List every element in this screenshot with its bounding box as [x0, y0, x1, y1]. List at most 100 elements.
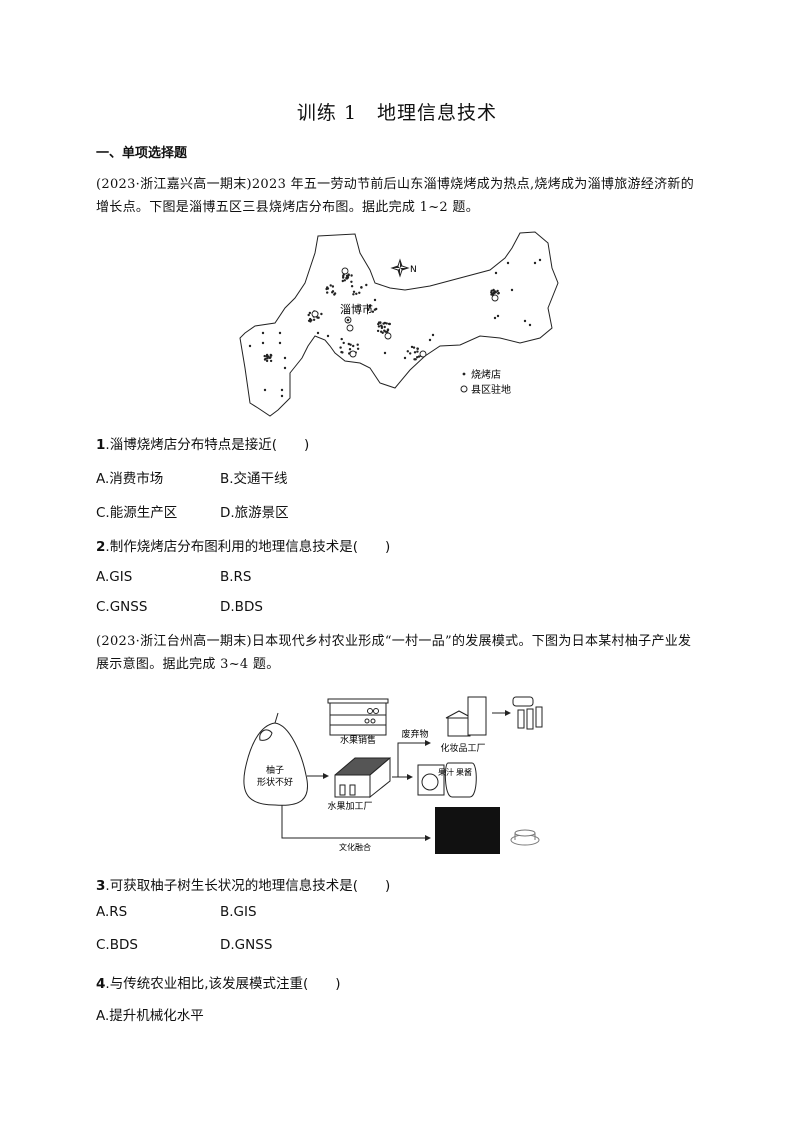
pomelo-label-1: 柚子	[266, 764, 284, 776]
q3-option-d[interactable]: D.GNSS	[220, 937, 273, 953]
bbq-shop-dot	[325, 287, 328, 291]
bbq-shop-dot	[340, 337, 343, 341]
bbq-shop-dot	[310, 319, 313, 322]
bbq-shop-dot	[417, 355, 421, 358]
q2-option-c[interactable]: C.GNSS	[96, 599, 148, 615]
bbq-shop-dot	[387, 322, 391, 326]
jam-label: 果酱	[456, 767, 472, 777]
bbq-shop-dot	[350, 274, 353, 277]
bbq-shop-dot	[431, 333, 435, 337]
bbq-shop-dot	[352, 344, 355, 348]
q3-option-b[interactable]: B.GIS	[220, 904, 257, 920]
q2-option-d[interactable]: D.BDS	[220, 599, 263, 615]
bbq-shop-dot	[347, 274, 350, 277]
bbq-shop-dot	[416, 347, 419, 350]
bbq-shop-dot	[409, 352, 412, 355]
bbq-shop-dot	[360, 286, 363, 289]
bbq-shop-dot	[248, 344, 252, 348]
bbq-shop-dot	[497, 292, 500, 295]
bbq-shop-dot	[343, 279, 346, 282]
bbq-shop-dot	[412, 346, 416, 349]
bbq-shop-dot	[263, 388, 267, 392]
factory-buildings-icon	[445, 696, 487, 737]
legend-dot-icon	[462, 372, 466, 376]
bbq-shop-dot	[406, 350, 409, 353]
q4-option-a[interactable]: A.提升机械化水平	[96, 1008, 204, 1024]
bbq-shop-dot	[377, 325, 381, 328]
bbq-shop-dot	[280, 388, 284, 392]
question-4: 4.与传统农业相比,该发展模式注重( )	[96, 976, 341, 992]
bbq-shop-dot	[278, 331, 282, 335]
pomelo-label-2: 形状不好	[257, 776, 293, 788]
section-heading: 一、单项选择题	[96, 146, 188, 161]
q3-option-c[interactable]: C.BDS	[96, 937, 138, 953]
question-3: 3.可获取柚子树生长状况的地理信息技术是( )	[96, 878, 391, 894]
bbq-shop-dot	[356, 347, 360, 350]
bbq-shop-dot	[269, 353, 272, 357]
q2-option-b[interactable]: B.RS	[220, 569, 252, 585]
bbq-shop-dot	[506, 261, 510, 265]
bbq-shop-dot	[352, 290, 356, 293]
bbq-shop-dot	[265, 355, 268, 358]
bbq-shop-dot	[346, 276, 349, 280]
bbq-shop-dot	[380, 325, 383, 328]
bbq-shop-dot	[316, 331, 320, 335]
q2-option-a[interactable]: A.GIS	[96, 569, 133, 585]
bbq-shop-dot	[510, 288, 514, 292]
culture-label: 文化融合	[339, 842, 371, 852]
bbq-shop-dot	[331, 285, 335, 288]
legend-circle-icon	[460, 385, 468, 393]
bbq-shop-dot	[261, 331, 265, 335]
fruit-sales-label: 水果销售	[340, 734, 376, 746]
north-arrow-icon	[390, 258, 410, 278]
bbq-shop-dot	[341, 279, 344, 283]
bbq-shop-dot	[528, 323, 532, 327]
legend-bbq-shop: 烧烤店	[471, 368, 501, 381]
juice-jam-icon	[417, 762, 477, 798]
bbq-shop-dot	[350, 285, 354, 288]
q3-option-a[interactable]: A.RS	[96, 904, 128, 920]
processing-plant-icon	[334, 756, 391, 799]
pomelo-icon	[243, 722, 308, 806]
bbq-shop-dot	[358, 291, 361, 294]
bbq-shop-dot	[264, 357, 267, 360]
bbq-shop-dot	[382, 322, 385, 325]
bbq-shop-dot	[379, 321, 382, 324]
cultural-photo	[435, 807, 500, 854]
bbq-shop-dot	[383, 329, 386, 332]
passage-2: (2023·浙江台州高一期末)日本现代乡村农业形成“一村一品”的发展模式。下图为…	[96, 634, 692, 672]
bbq-shop-dot	[333, 292, 337, 295]
county-seat-markers	[311, 267, 499, 358]
bbq-shop-dot	[278, 341, 282, 345]
bbq-shop-dot	[376, 329, 380, 333]
bbq-shop-dot	[538, 258, 542, 262]
pomelo-industry-diagram: 柚子 形状不好 水果销售 水果加工厂 废弃物 化妆品工厂 果汁 果酱 文化融合	[243, 696, 543, 854]
bbq-shop-dot	[410, 345, 414, 349]
processing-plant-label: 水果加工厂	[327, 800, 372, 812]
bbq-shop-dot	[352, 293, 355, 296]
bbq-shop-dot	[341, 351, 344, 354]
bbq-shop-dot	[347, 342, 350, 346]
q1-option-a[interactable]: A.消费市场	[96, 471, 164, 487]
bbq-shop-dot	[326, 334, 330, 338]
q1-option-b[interactable]: B.交通干线	[220, 471, 288, 487]
cosmetics-factory-label: 化妆品工厂	[440, 742, 485, 754]
page-title: 训练 1 地理信息技术	[296, 102, 498, 124]
bbq-shop-dot	[533, 261, 537, 265]
bbq-shop-dot	[416, 350, 419, 353]
bbq-shop-dot	[428, 338, 432, 342]
question-2: 2.制作烧烤店分布图利用的地理信息技术是( )	[96, 539, 391, 555]
bbq-shop-dot	[493, 316, 497, 320]
bbq-shop-dot	[316, 316, 319, 319]
bbq-shop-dot	[494, 271, 498, 275]
bbq-shop-dot	[280, 394, 284, 398]
bbq-shop-dot	[383, 325, 386, 329]
q1-option-c[interactable]: C.能源生产区	[96, 505, 178, 521]
question-1: 1.淄博烧烤店分布特点是接近( )	[96, 437, 310, 453]
bbq-shop-dot	[413, 351, 417, 354]
bbq-shop-dot	[373, 298, 377, 302]
bbq-shop-dot	[320, 312, 323, 316]
arrow-to-culture	[281, 805, 431, 841]
bbq-shop-dot	[326, 291, 329, 294]
q1-option-d[interactable]: D.旅游景区	[220, 505, 289, 521]
